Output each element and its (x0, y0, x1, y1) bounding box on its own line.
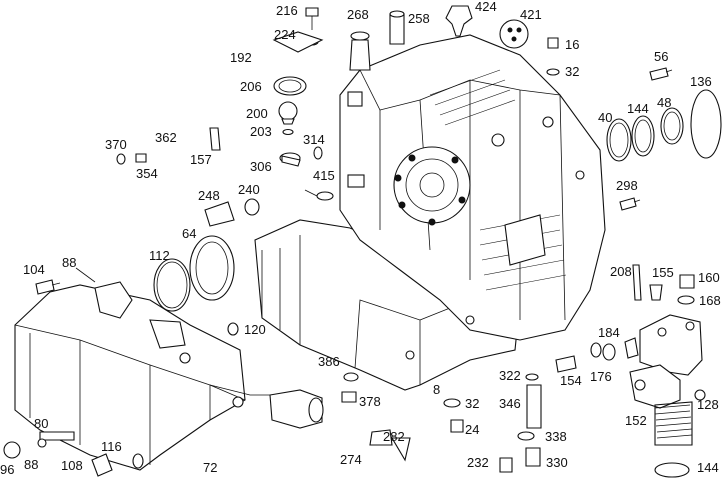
callout-label[interactable]: 208 (610, 264, 632, 279)
callout-label[interactable]: 104 (23, 262, 45, 277)
callout-label[interactable]: 24 (465, 422, 480, 437)
callout-label[interactable]: 157 (190, 152, 212, 167)
pump-assembly (624, 314, 706, 478)
callout-label[interactable]: 378 (359, 394, 381, 409)
callout-label[interactable]: 346 (499, 396, 521, 411)
callout-label[interactable]: 184 (598, 325, 620, 340)
callout-label[interactable]: 48 (657, 95, 672, 110)
callout-label[interactable]: 16 (565, 37, 580, 52)
callout-label[interactable]: 424 (475, 0, 497, 14)
callout-label[interactable]: 120 (244, 322, 266, 337)
callout-label[interactable]: 258 (408, 11, 430, 26)
callout-label[interactable]: 216 (276, 3, 298, 18)
callout-label[interactable]: 168 (699, 293, 721, 308)
callout-label[interactable]: 116 (101, 439, 122, 454)
callout-label[interactable]: 176 (590, 369, 612, 384)
callout-label[interactable]: 32 (565, 64, 580, 79)
callout-label[interactable]: 268 (347, 7, 369, 22)
callout-label[interactable]: 152 (625, 413, 647, 428)
callout-label[interactable]: 108 (61, 458, 83, 473)
callout-label[interactable]: 224 (274, 27, 296, 42)
callout-label[interactable]: 274 (340, 452, 362, 467)
callout-label[interactable]: 282 (383, 429, 405, 444)
callout-label[interactable]: 72 (203, 460, 218, 475)
callout-label[interactable]: 32 (465, 396, 480, 411)
callout-label[interactable]: 80 (34, 416, 49, 431)
callout-label[interactable]: 136 (690, 74, 712, 89)
callout-label[interactable]: 128 (697, 397, 719, 412)
callout-label[interactable]: 330 (546, 455, 568, 470)
callout-label[interactable]: 248 (198, 188, 220, 203)
callout-label[interactable]: 240 (238, 182, 260, 197)
callout-label[interactable]: 8 (433, 382, 441, 397)
callout-label[interactable]: 155 (652, 265, 674, 280)
callout-label[interactable]: 88 (24, 457, 39, 472)
callout-label[interactable]: 154 (560, 373, 582, 388)
callout-label[interactable]: 200 (246, 106, 268, 121)
callout-label[interactable]: 338 (545, 429, 567, 444)
callout-label[interactable]: 203 (250, 124, 272, 139)
callout-label[interactable]: 192 (230, 50, 252, 65)
callout-label[interactable]: 421 (520, 7, 542, 22)
callout-label[interactable]: 354 (136, 166, 158, 181)
callout-label[interactable]: 298 (616, 178, 638, 193)
callout-label[interactable]: 144 (627, 101, 649, 116)
callout-label[interactable]: 322 (499, 368, 521, 383)
transmission-housing (254, 34, 606, 391)
callout-label[interactable]: 160 (698, 270, 720, 285)
callout-label[interactable]: 96 (0, 462, 15, 477)
callout-label[interactable]: 144 (697, 460, 719, 475)
callout-label[interactable]: 112 (149, 248, 170, 263)
callout-label[interactable]: 306 (250, 159, 272, 174)
small-parts (3, 5, 722, 477)
callout-label[interactable]: 88 (62, 255, 77, 270)
callout-label[interactable]: 362 (155, 130, 177, 145)
callout-label[interactable]: 314 (303, 132, 325, 147)
callout-label[interactable]: 64 (182, 226, 197, 241)
callout-label[interactable]: 206 (240, 79, 262, 94)
callout-label[interactable]: 56 (654, 49, 669, 64)
callout-label[interactable]: 386 (318, 354, 340, 369)
callout-label[interactable]: 415 (313, 168, 335, 183)
callout-label[interactable]: 232 (467, 455, 489, 470)
callout-label[interactable]: 370 (105, 137, 127, 152)
callout-label[interactable]: 40 (598, 110, 613, 125)
